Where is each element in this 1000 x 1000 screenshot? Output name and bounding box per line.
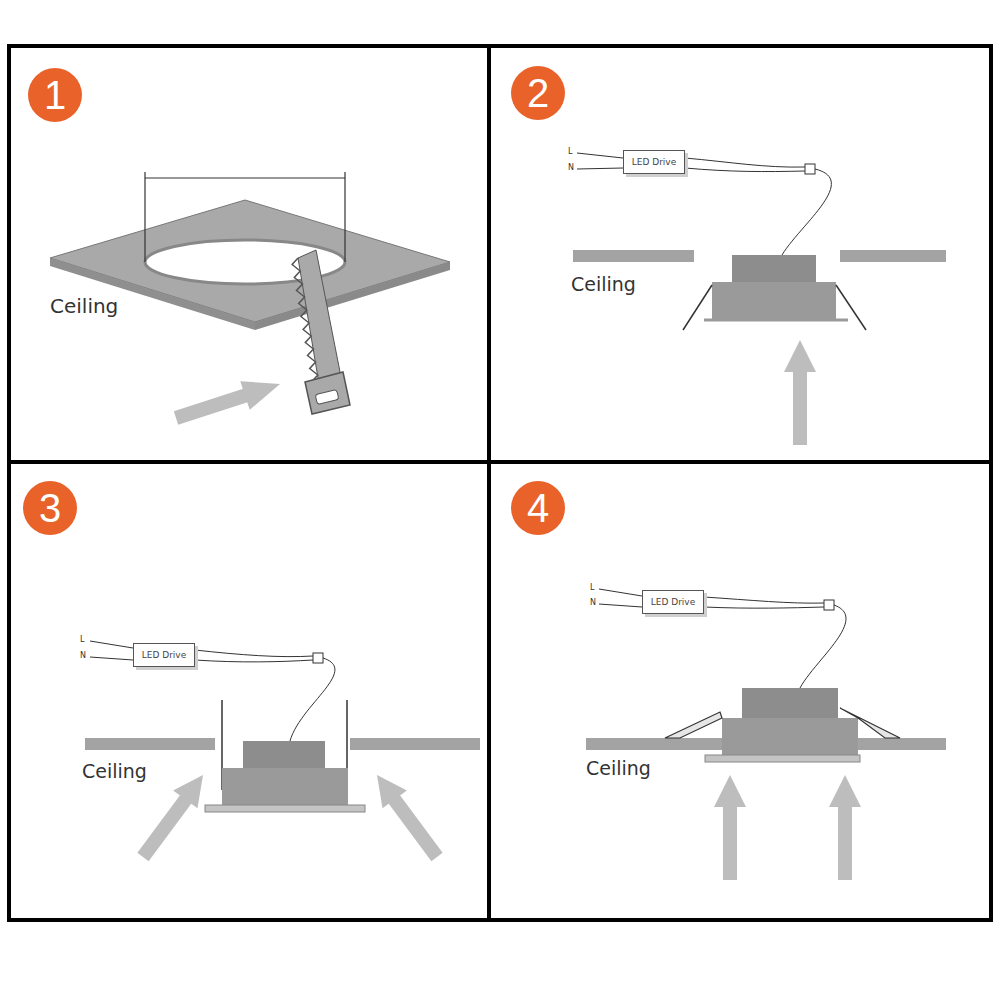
downlight [205,700,365,812]
wire-label: N [590,599,596,607]
downlight [665,688,900,762]
wire-label: L [590,584,594,592]
step-number-circle: 4 [511,481,565,535]
step-number-circle: 2 [511,66,565,120]
ceiling-label: Ceiling [82,762,147,781]
led-driver-box: LED Drive [642,590,704,614]
step-number: 4 [527,488,549,528]
wire-label: N [568,164,574,172]
step-number-circle: 3 [23,481,77,535]
led-driver-box: LED Drive [623,150,685,174]
driver-label: LED Drive [632,157,677,167]
wires [599,589,846,688]
ceiling-label: Ceiling [571,275,636,294]
downlight [683,255,866,330]
step-number: 1 [44,75,66,115]
saw [292,250,350,414]
wire-label: L [568,148,572,156]
push-arrow [784,340,816,445]
wire-label: L [80,636,84,644]
driver-label: LED Drive [651,597,696,607]
dimension-line [145,172,345,262]
push-arrow [176,381,280,418]
push-arrow [143,775,437,857]
driver-label: LED Drive [142,650,187,660]
push-arrow [714,775,861,880]
step-number-circle: 1 [28,68,82,122]
wire-label: N [80,652,86,660]
ceiling-label: Ceiling [50,296,118,316]
wires [90,641,335,741]
ceiling-slab [50,200,450,330]
led-driver-box: LED Drive [133,643,195,667]
ceiling-label: Ceiling [586,759,651,778]
step-number: 2 [527,73,549,113]
panel-frame [9,46,991,920]
wires [577,153,831,255]
step-number: 3 [39,488,61,528]
